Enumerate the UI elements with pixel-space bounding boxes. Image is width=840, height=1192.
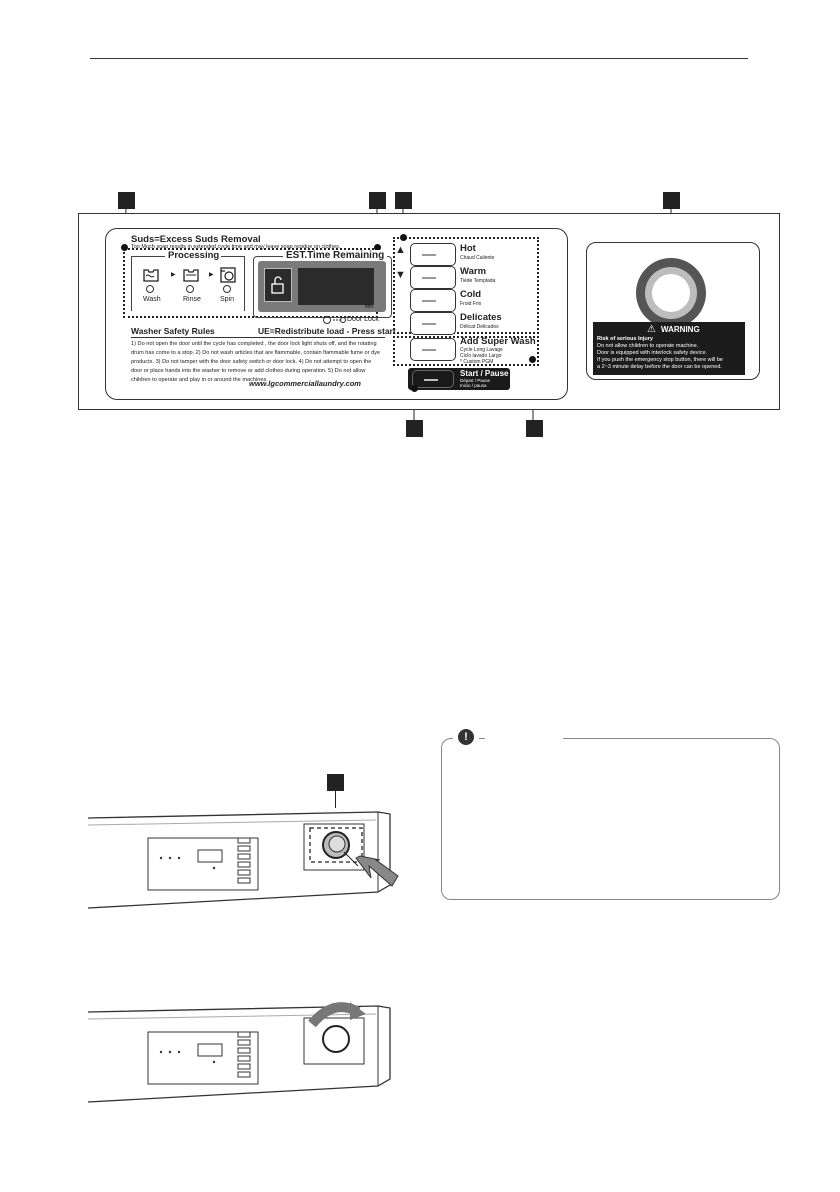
wash-icon [143, 269, 159, 282]
start-pause-button[interactable] [412, 370, 454, 388]
leader-line [335, 790, 337, 808]
door-lock-label: Door Lock [347, 316, 379, 323]
header-rule [90, 58, 748, 59]
ue-label: UE=Redistribute load - Press start [258, 326, 396, 336]
warm-button[interactable] [410, 266, 456, 289]
cold-sub: Froid Frio [460, 301, 482, 307]
marker-dot [400, 234, 407, 241]
rinse-icon [183, 269, 199, 282]
warning-line: Risk of serious Injury [597, 336, 653, 342]
suds-subtitle: Too Much soap results in extended cycle … [131, 244, 341, 250]
processing-rule [131, 256, 165, 257]
warm-sub: Tiède Templada [460, 278, 496, 284]
processing-rule [131, 256, 133, 311]
callout-marker [369, 192, 386, 209]
safety-rule [131, 337, 385, 338]
door-lock-indicator [323, 316, 331, 324]
rinse-indicator [186, 285, 194, 293]
callout-marker [327, 774, 344, 791]
arrow-right-icon: ▶ [171, 272, 176, 278]
cold-button[interactable] [410, 289, 456, 312]
callout-marker [118, 192, 135, 209]
spin-icon [220, 267, 236, 283]
safety-line: products. 3) Do not tamper with the door… [131, 359, 372, 365]
note-box [441, 738, 780, 900]
lock-icon [271, 276, 284, 294]
website: www.lgcommerciallaundry.com [249, 379, 361, 388]
callout-marker [526, 420, 543, 437]
safety-line: door or place hands into the washer to r… [131, 368, 366, 374]
safety-title: Washer Safety Rules [131, 326, 215, 336]
super-wash-label: Add Super Wash [460, 336, 536, 347]
super-wash-sub: * Custom PGM [460, 359, 494, 365]
cold-label: Cold [460, 289, 482, 300]
emergency-stop-panel [586, 242, 760, 380]
warning-triangle-icon: ⚠ [647, 324, 656, 335]
hot-sub: Chaud Caliente [460, 255, 495, 261]
marker-dot [411, 385, 418, 392]
note-title-gap [485, 738, 563, 742]
temperature-section-outline [393, 237, 539, 334]
safety-line: drum has come to a stop. 2) Do not wash … [131, 350, 381, 356]
marker-dot [529, 356, 536, 363]
processing-title: Processing [166, 250, 222, 261]
hot-label: Hot [460, 243, 476, 254]
super-wash-section-outline [393, 336, 539, 366]
warning-line: Door is equipped with interlock safety d… [597, 350, 708, 356]
arrow-up-icon: ▲ [395, 244, 406, 256]
spin-indicator [223, 285, 231, 293]
marker-dot [374, 244, 381, 251]
exclamation-icon: ! [458, 729, 474, 745]
minutes-label: Min. [365, 304, 375, 310]
arrow-down-icon: ▼ [395, 269, 406, 281]
machine-front-press-illustration [88, 811, 399, 909]
door-lock-icon [333, 317, 346, 323]
suds-title: Suds=Excess Suds Removal [131, 234, 261, 245]
super-wash-button[interactable] [410, 338, 456, 361]
safety-line: children to operate and play in or aroun… [131, 377, 268, 383]
processing-rule [244, 256, 246, 311]
arrow-right-icon: ▶ [209, 272, 214, 278]
start-pause-sub: Départ / Pause [460, 378, 491, 383]
delicates-sub: Délicat Delicados [460, 324, 499, 330]
processing-rule [212, 256, 244, 257]
emergency-stop-button[interactable] [652, 274, 690, 312]
callout-marker [395, 192, 412, 209]
wash-indicator [146, 285, 154, 293]
step-label-spin: Spin [220, 296, 235, 303]
warm-label: Warm [460, 266, 487, 277]
panel-inner-frame [105, 228, 568, 400]
step-label-wash: Wash [143, 296, 161, 303]
time-readout [298, 268, 374, 305]
safety-line: 1) Do not open the door until the cycle … [131, 341, 377, 347]
start-pause-sub: Inicio / pausa [460, 383, 487, 388]
marker-dot [121, 244, 128, 251]
step-label-rinse: Rinse [183, 296, 201, 303]
warning-label [593, 322, 745, 375]
hot-button[interactable] [410, 243, 456, 266]
super-wash-sub: Cycle Long Lavage [460, 347, 503, 353]
start-pause-label: Start / Pause [460, 369, 509, 378]
machine-front-turn-illustration [88, 1002, 391, 1103]
delicates-label: Delicates [460, 312, 502, 323]
warning-line: Do not allow children to operate machine… [597, 343, 699, 349]
super-wash-sub: Ciclo lavado Largo [460, 353, 502, 359]
callout-marker [406, 420, 423, 437]
delicates-button[interactable] [410, 312, 456, 335]
warning-title: WARNING [661, 325, 700, 334]
lock-display [264, 268, 292, 302]
callout-marker [663, 192, 680, 209]
est-time-title: EST.Time Remaining [283, 250, 388, 261]
warning-line: If you push the emergency stop button, t… [597, 357, 723, 363]
warning-line: a 2~3 minute delay before the door can b… [597, 364, 722, 370]
